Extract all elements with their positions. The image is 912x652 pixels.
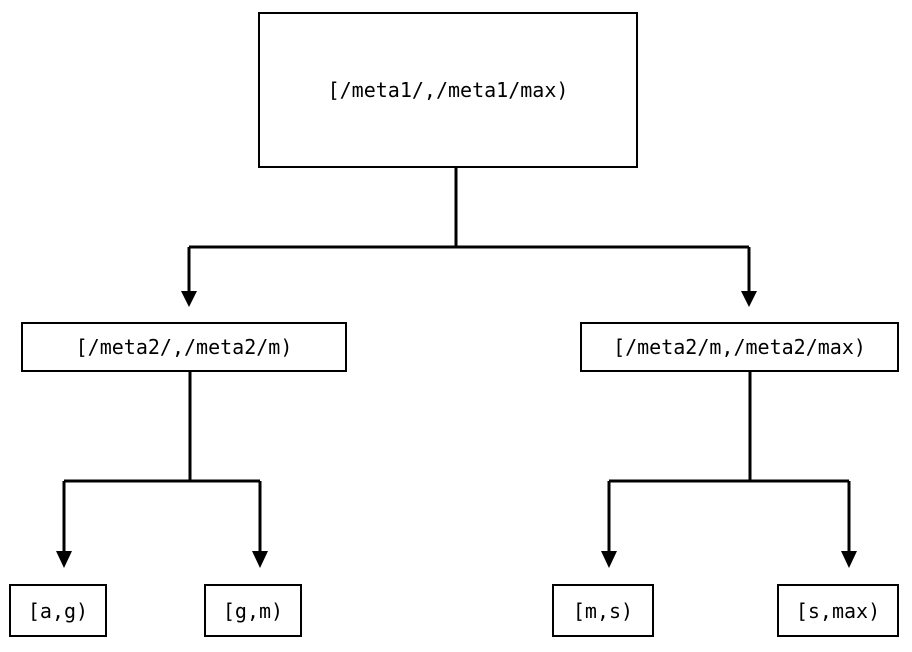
node-leaf-m-s[interactable]: [m,s) [552,584,654,637]
node-leaf-g-m[interactable]: [g,m) [204,584,302,637]
edge-l2right-to-children [601,372,857,568]
arrowhead-to-leaf-m-s [601,551,617,568]
arrowhead-to-leaf-s-max [841,551,857,568]
node-meta2-lower-label: [/meta2/,/meta2/m) [75,335,293,359]
arrowhead-to-leaf-g-m [252,551,268,568]
edge-root-to-children [181,168,757,307]
node-root[interactable]: [/meta1/,/meta1/max) [258,12,638,168]
node-meta2-lower[interactable]: [/meta2/,/meta2/m) [21,322,347,372]
arrowhead-to-l2-right [741,291,757,307]
node-leaf-g-m-label: [g,m) [222,598,284,623]
node-meta2-upper[interactable]: [/meta2/m,/meta2/max) [580,322,899,372]
node-leaf-s-max[interactable]: [s,max) [777,584,899,637]
arrowhead-to-leaf-a-g [56,551,72,568]
node-leaf-s-max-label: [s,max) [795,598,881,623]
node-leaf-m-s-label: [m,s) [572,598,634,623]
node-leaf-a-g-label: [a,g) [27,598,89,623]
edge-l2left-to-children [56,372,268,568]
node-leaf-a-g[interactable]: [a,g) [9,584,107,637]
node-root-label: [/meta1/,/meta1/max) [327,78,569,102]
arrowhead-to-l2-left [181,291,197,307]
node-meta2-upper-label: [/meta2/m,/meta2/max) [613,335,866,359]
